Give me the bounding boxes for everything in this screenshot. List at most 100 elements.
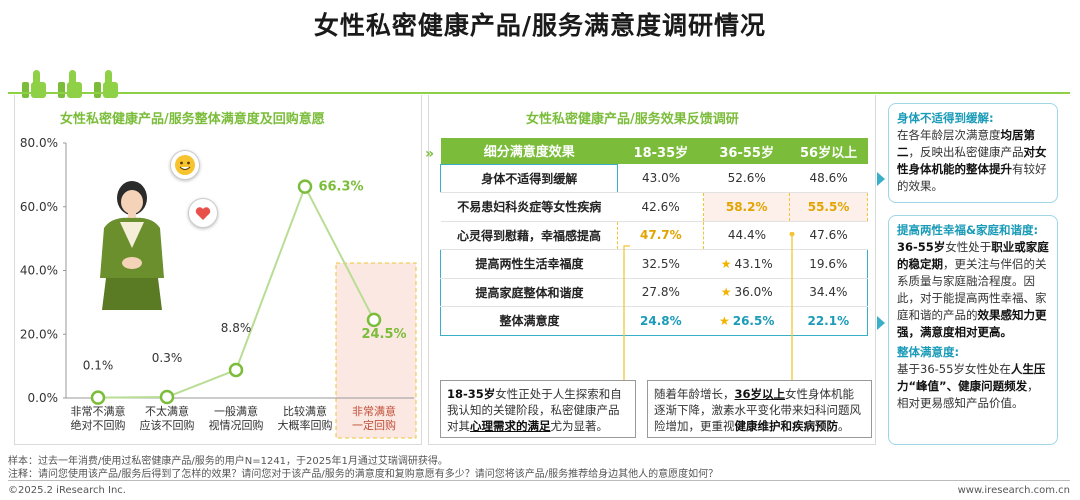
x-tick-label: 一定回购: [352, 418, 396, 432]
note-emphasis: 心理需求的满足: [470, 419, 551, 433]
x-tick-label: 应该不回购: [140, 418, 195, 432]
table-cell: ★36.0%: [703, 278, 790, 307]
note-text: 女性正处于人生探索和自我认知的关键阶段，私密健康产品对其: [447, 387, 622, 433]
table-cell: 52.6%: [703, 164, 790, 193]
x-tick-label: 绝对不回购: [71, 418, 126, 432]
thumbs-up-icon: [58, 70, 84, 98]
data-point: [297, 179, 313, 194]
insight-text: 36-55岁女性处于职业或家庭的稳定期，更关注与伴侣的关系质量与家庭融洽程度。因…: [897, 240, 1049, 339]
woman-illustration: [100, 181, 164, 310]
note-emphasis: 36岁以上: [734, 387, 786, 401]
data-label: 8.8%: [221, 321, 252, 335]
table-header-row: 细分满意度效果 18-35岁 36-55岁 56岁以上: [440, 138, 868, 164]
table-cell: 22.1%: [789, 306, 868, 336]
arrow-right-icon: [877, 316, 885, 330]
data-point: [159, 389, 175, 405]
insight-text: 基于36-55岁女性处在人生压力“峰值”、健康问题频发，相对更易感知产品价值。: [897, 362, 1046, 410]
data-point: [228, 362, 244, 378]
note-text: 女性身体机能逐渐下降，激素水平变化带来妇科问题风险增加，更重视: [654, 387, 861, 433]
row-label: 提高两性生活幸福度: [439, 249, 618, 279]
chevron-right-icon: »: [425, 146, 435, 162]
feedback-table: 细分满意度效果 18-35岁 36-55岁 56岁以上 身体不适得到缓解 43.…: [439, 138, 868, 336]
connector-lines: [623, 232, 795, 380]
x-tick-label: 视情况回购: [209, 418, 264, 432]
left-panel: [14, 95, 422, 445]
insight-text: 在各年龄层次满意度均居第二，反映出私密健康产品对女性身体机能的整体提升有较好的效…: [897, 128, 1047, 193]
table-cell: ★43.1%: [703, 249, 790, 279]
table-cell: 19.6%: [789, 249, 868, 279]
x-tick-label: 非常不满意: [71, 404, 126, 418]
arrow-right-icon: [877, 172, 885, 186]
x-tick-label: 比较满意: [283, 404, 327, 418]
insight-box-relief: 身体不适得到缓解: 在各年龄层次满意度均居第二，反映出私密健康产品对女性身体机能…: [888, 103, 1058, 203]
row-label: 身体不适得到缓解: [439, 163, 619, 193]
table-row: 提高家庭整体和谐度 27.8% ★36.0% 34.4%: [439, 278, 868, 307]
table-cell-highlight: 58.2%: [703, 192, 791, 222]
cell-value: 26.5%: [732, 313, 775, 328]
footer-sample: 样本：过去一年消费/使用过私密健康产品/服务的用户N=1241，于2025年1月…: [8, 456, 448, 467]
table-cell: 44.4%: [703, 221, 790, 250]
data-label: 0.3%: [152, 351, 183, 365]
table-row: 心灵得到慰藉，幸福感提高 47.7% 44.4% 47.6%: [440, 220, 868, 250]
heart-icon: [188, 198, 218, 228]
x-tick-label: 不太满意: [145, 404, 189, 418]
data-point: [90, 390, 106, 405]
data-point: [366, 312, 382, 328]
smile-emoji-icon: [170, 150, 200, 180]
data-label: 0.1%: [83, 359, 114, 373]
y-tick-label: 0.0%: [28, 391, 59, 405]
note-emphasis: 健康维护和疾病预防: [734, 419, 839, 433]
copyright: ©2025.2 iResearch Inc.: [8, 485, 126, 496]
thumbs-up-icon: [22, 70, 48, 98]
table-cell: 42.6%: [617, 192, 704, 222]
satisfaction-line-chart: 0.0% 20.0% 40.0% 60.0% 80.0% 0.1% 0.3% 8.8% 66.…: [20, 136, 417, 439]
row-label: 心灵得到慰藉，幸福感提高: [440, 221, 618, 250]
cell-value: 43.1%: [734, 256, 773, 271]
table-cell: 32.5%: [617, 249, 704, 279]
table-row: 身体不适得到缓解 43.0% 52.6% 48.6%: [439, 163, 868, 193]
insight-heading: 整体满意度:: [897, 345, 960, 359]
note-text: 尤为显著。: [550, 419, 609, 433]
y-tick-label: 20.0%: [20, 327, 58, 341]
cell-value: 36.0%: [734, 285, 773, 300]
x-tick-label: 一般满意: [214, 404, 258, 418]
x-tick-label: 非常满意: [352, 404, 396, 418]
table-cell: 43.0%: [617, 164, 704, 193]
y-tick-label: 80.0%: [20, 136, 58, 150]
data-label: 66.3%: [318, 180, 363, 195]
chart-title: 女性私密健康产品/服务整体满意度及回购意愿: [60, 112, 325, 127]
table-cell: ★26.5%: [703, 306, 790, 336]
insight-heading: 身体不适得到缓解:: [897, 111, 994, 125]
table-cell: 47.6%: [789, 221, 868, 250]
table-cell: 34.4%: [789, 278, 868, 307]
table-cell: 27.8%: [617, 278, 704, 307]
note-18-35: 18-35岁女性正处于人生探索和自我认知的关键阶段，私密健康产品对其心理需求的满…: [440, 380, 636, 438]
row-label: 提高家庭整体和谐度: [439, 278, 618, 307]
table-title: 女性私密健康产品/服务效果反馈调研: [526, 112, 739, 127]
table-cell: 24.8%: [617, 306, 704, 336]
table-header: 36-55岁: [703, 138, 790, 164]
table-header: 细分满意度效果: [440, 138, 618, 164]
note-36-plus: 随着年龄增长，36岁以上女性身体机能逐渐下降，激素水平变化带来妇科问题风险增加，…: [647, 380, 872, 438]
insight-box-harmony: 提高两性幸福&家庭和谐度: 36-55岁女性处于职业或家庭的稳定期，更关注与伴侣…: [888, 215, 1058, 445]
row-label: 整体满意度: [439, 306, 618, 336]
x-tick-label: 大概率回购: [278, 418, 333, 432]
table-header: 56岁以上: [789, 138, 868, 164]
note-text: 。: [838, 419, 850, 433]
note-text: 随着年龄增长，: [654, 387, 735, 401]
table-cell-highlight: 55.5%: [789, 192, 868, 222]
page-title: 女性私密健康产品/服务满意度调研情况: [313, 11, 767, 40]
footer-note: 注释：请问您使用该产品/服务后得到了怎样的效果？请问您对于该产品/服务的满意度和…: [8, 469, 719, 480]
star-icon: ★: [720, 256, 732, 271]
y-tick-label: 40.0%: [20, 264, 58, 278]
star-icon: ★: [720, 285, 732, 300]
table-header: 18-35岁: [617, 138, 704, 164]
table-row: 整体满意度 24.8% ★26.5% 22.1%: [439, 306, 868, 336]
insight-heading: 提高两性幸福&家庭和谐度:: [897, 223, 1039, 237]
note-emphasis: 18-35岁: [447, 387, 496, 401]
table-cell: 48.6%: [789, 164, 868, 193]
row-label: 不易患妇科炎症等女性疾病: [440, 192, 618, 222]
y-tick-label: 60.0%: [20, 200, 58, 214]
footer-rule: [8, 480, 1070, 481]
star-icon: ★: [718, 313, 730, 328]
